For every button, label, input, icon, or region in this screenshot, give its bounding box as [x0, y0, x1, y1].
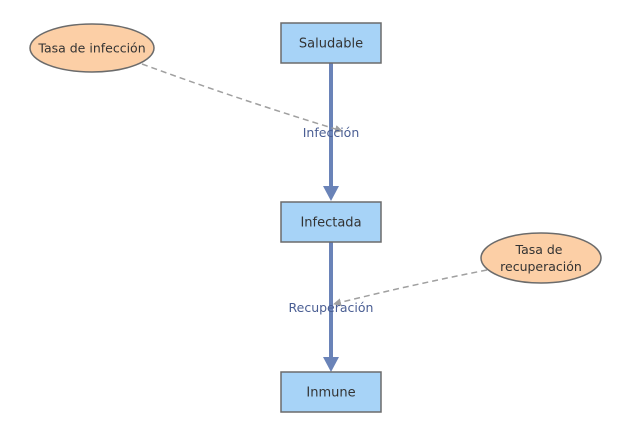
variable-tasa-recuperacion-line-2: recuperación [500, 259, 582, 274]
link-tasa-recuperacion-to-recuperacion [333, 269, 488, 307]
variable-tasa-infeccion[interactable]: Tasa de infección [29, 23, 155, 73]
variable-tasa-recuperacion[interactable]: Tasa de recuperación [480, 232, 602, 284]
variable-tasa-recuperacion-label: Tasa de recuperación [500, 242, 582, 274]
stock-inmune-label: Inmune [306, 386, 355, 401]
link-tasa-infeccion-to-infeccion [141, 63, 343, 133]
flow-label-recuperacion[interactable]: Recuperación [289, 300, 374, 315]
flow-label-infeccion[interactable]: Infección [303, 125, 360, 140]
stock-saludable[interactable]: Saludable [280, 22, 382, 64]
stock-inmune[interactable]: Inmune [280, 371, 382, 413]
variable-tasa-recuperacion-line-1: Tasa de [515, 242, 563, 257]
flow-arrowhead-infeccion [323, 186, 339, 201]
stock-infectada[interactable]: Infectada [280, 201, 382, 243]
variable-tasa-infeccion-label: Tasa de infección [37, 41, 145, 56]
stock-infectada-label: Infectada [300, 216, 361, 231]
flow-arrowhead-recuperacion [323, 357, 339, 372]
stock-saludable-label: Saludable [299, 37, 363, 52]
